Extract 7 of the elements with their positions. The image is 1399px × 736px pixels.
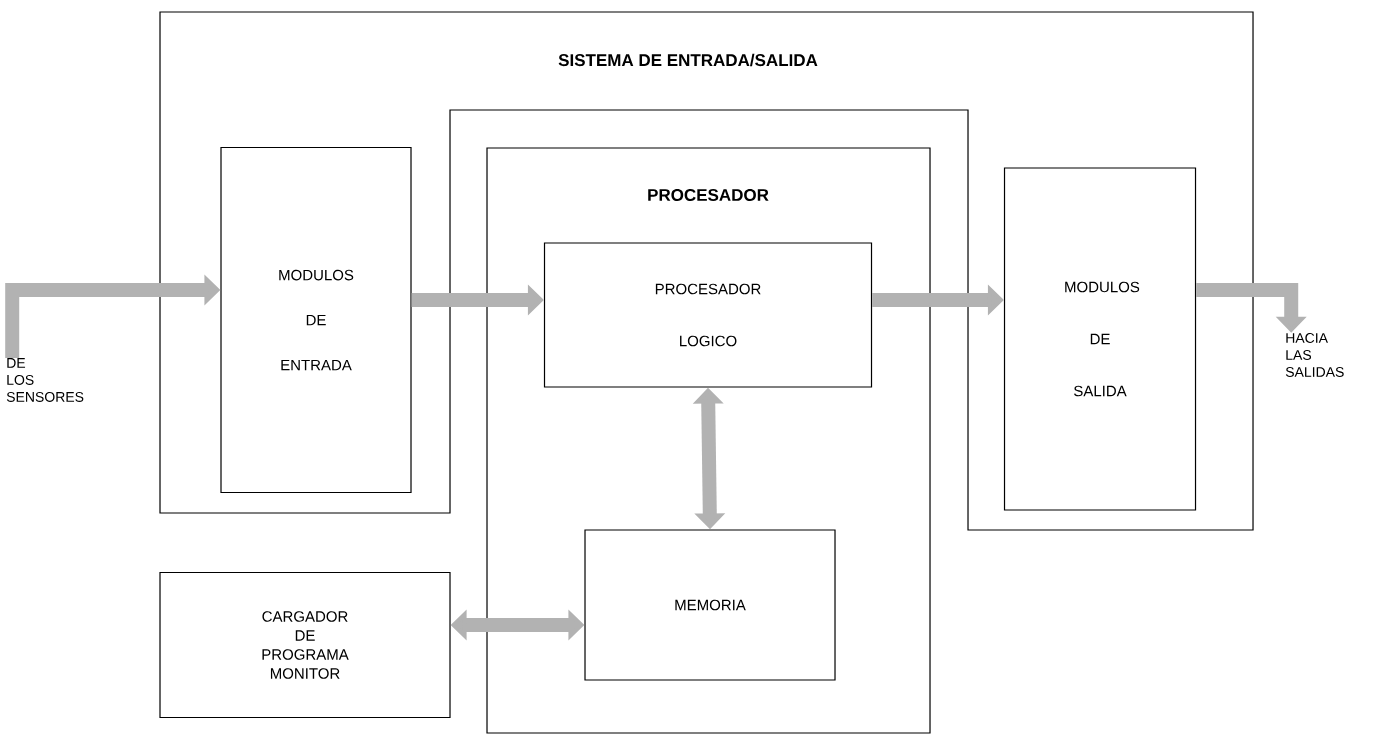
loader-box: CARGADOR DE PROGRAMA MONITOR	[159, 571, 451, 719]
processor-box: PROCESADOR LOGICO	[543, 242, 873, 388]
output-label: HACIA LAS SALIDAS	[1285, 333, 1344, 377]
module-box: MODULOS DE ENTRADA	[220, 146, 412, 494]
input-label: DE LOS SENSORES	[6, 358, 84, 402]
module-box: MODULOS DE SALIDA	[1003, 167, 1197, 511]
memory-box: MEMORIA	[584, 529, 836, 681]
